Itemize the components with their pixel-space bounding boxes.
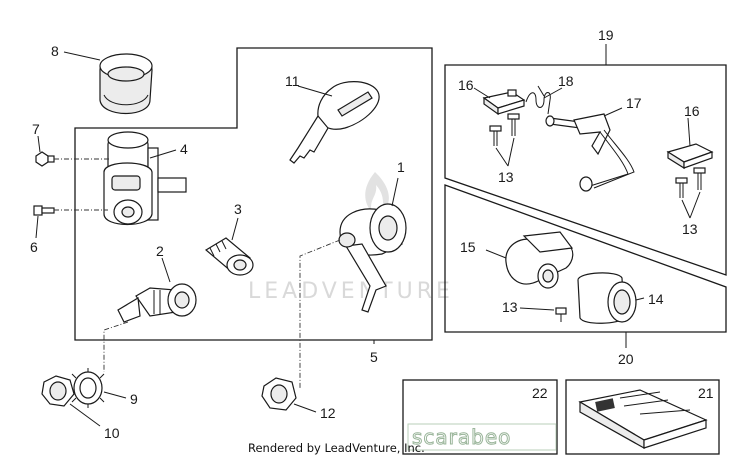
part-3-cylinder xyxy=(204,237,254,276)
label-part-3: 3 xyxy=(234,201,242,217)
axis-part-2 xyxy=(103,321,129,372)
label-part-5: 5 xyxy=(370,349,378,365)
label-part-20: 20 xyxy=(618,351,634,367)
label-part-22: 22 xyxy=(532,385,548,401)
part-13-screws-top xyxy=(489,113,520,146)
label-part-13-right: 13 xyxy=(682,221,698,237)
label-part-17: 17 xyxy=(626,95,642,111)
label-part-15: 15 xyxy=(460,239,476,255)
label-part-10: 10 xyxy=(104,425,120,441)
label-part-8: 8 xyxy=(51,43,59,59)
label-part-11: 11 xyxy=(285,73,300,89)
leader-lines xyxy=(35,44,701,427)
brand-logo-text: scarabeo xyxy=(412,425,511,449)
label-part-12: 12 xyxy=(320,405,336,421)
label-part-16-left: 16 xyxy=(458,77,474,93)
part-16-clip-right xyxy=(666,143,714,170)
frame-hook-group xyxy=(444,64,727,276)
part-21-manual xyxy=(578,389,708,450)
part-8-cover xyxy=(99,53,153,115)
watermark-text: LEADVENTURE xyxy=(248,279,454,304)
part-18-spring xyxy=(525,85,551,115)
part-lock-cylinder-body xyxy=(103,162,153,225)
label-part-18: 18 xyxy=(558,73,574,89)
label-part-13-lower: 13 xyxy=(502,299,518,315)
label-part-6: 6 xyxy=(30,239,38,255)
axis-part-1 xyxy=(299,239,341,388)
part-13-screws-right xyxy=(675,167,706,198)
part-11-key xyxy=(289,81,380,164)
label-part-9: 9 xyxy=(130,391,138,407)
label-part-19: 19 xyxy=(598,27,614,43)
part-17-hook xyxy=(545,113,635,192)
part-7-screw xyxy=(35,151,55,167)
frame-manual xyxy=(565,379,720,455)
part-16-clip-left xyxy=(482,89,526,116)
part-9-lockwasher xyxy=(71,368,105,408)
label-part-21: 21 xyxy=(698,385,714,401)
part-2-lock xyxy=(117,283,197,323)
label-part-1: 1 xyxy=(397,159,405,175)
render-credit: Rendered by LeadVenture, Inc. xyxy=(248,441,425,455)
label-part-16-right: 16 xyxy=(684,103,700,119)
part-12-nut xyxy=(261,377,297,411)
label-part-14: 14 xyxy=(648,291,664,307)
frame-brand-sticker xyxy=(402,379,558,455)
part-6-screw xyxy=(33,205,55,216)
part-22-brand-sticker: scarabeo xyxy=(407,423,557,451)
frame-bushing-group xyxy=(444,184,727,333)
part-1-lock xyxy=(338,203,407,313)
label-part-7: 7 xyxy=(32,121,40,137)
part-15-bracket xyxy=(505,231,574,289)
part-14-bushing xyxy=(577,272,637,324)
part-10-nut xyxy=(41,375,75,407)
label-part-4: 4 xyxy=(180,141,188,157)
frame-lock-group xyxy=(74,47,433,341)
label-part-2: 2 xyxy=(156,243,164,259)
part-13-screw-lower xyxy=(555,307,567,322)
label-part-13-top: 13 xyxy=(498,169,514,185)
